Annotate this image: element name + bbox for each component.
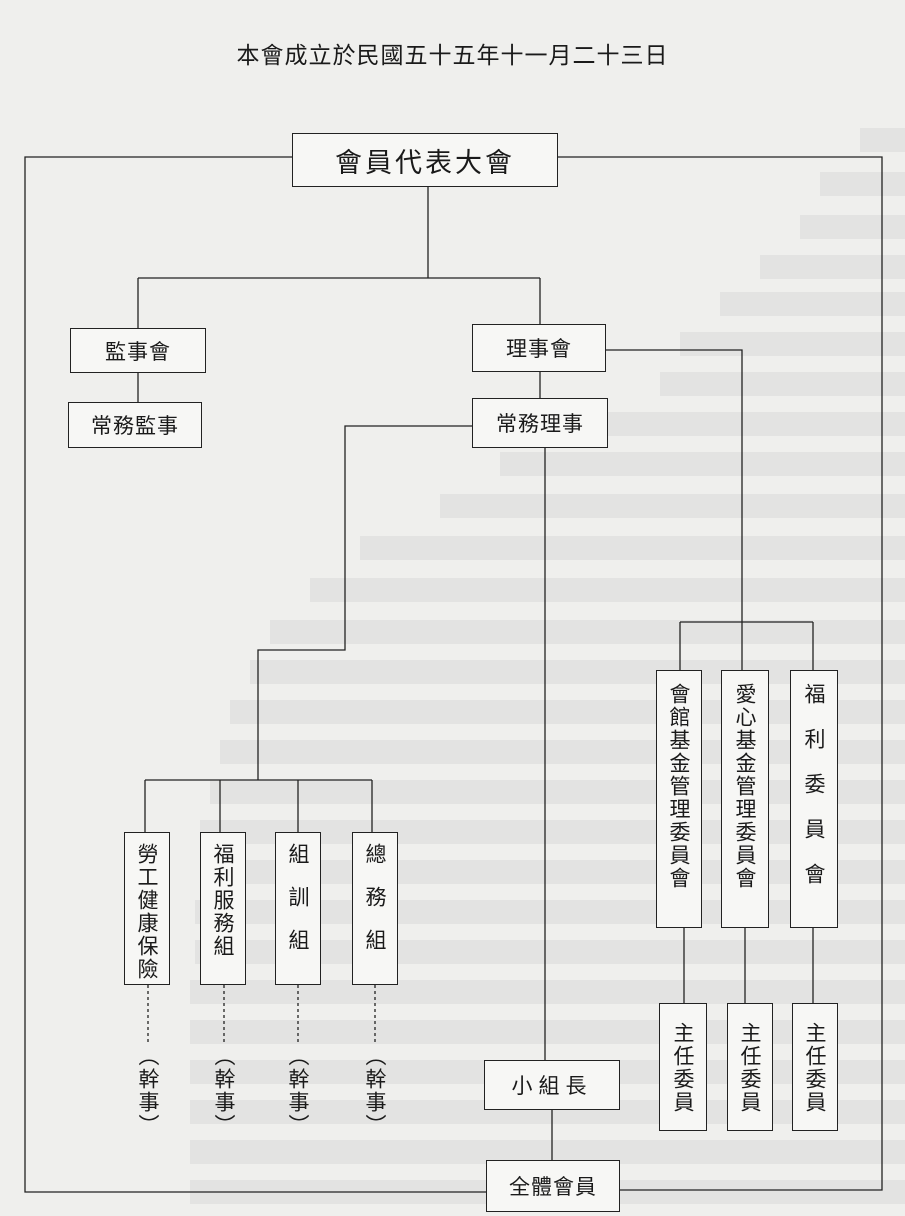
- outer-loop-left: [24, 156, 486, 1193]
- directors-board-box: 理事會: [472, 324, 606, 372]
- general-affairs-group-box: 總務組: [352, 832, 398, 985]
- charity-fund-committee-box: 愛心基金管理委員會: [721, 670, 769, 928]
- group-officer-label: （幹事）: [136, 1045, 160, 1137]
- team-leader-box: 小組長: [484, 1060, 620, 1110]
- standing-to-groups: [257, 425, 472, 780]
- standing-director-box: 常務理事: [472, 398, 608, 448]
- welfare-committee-box: 福利委員會: [790, 670, 838, 928]
- outer-loop-right: [558, 156, 883, 1191]
- hall-fund-committee-box: 會館基金管理委員會: [656, 670, 702, 928]
- welfare-service-group-box: 福利服務組: [200, 832, 246, 985]
- supervisors-board-box: 監事會: [70, 328, 206, 373]
- group-officer-label: （幹事）: [286, 1045, 310, 1137]
- directors-to-committees: [606, 349, 743, 622]
- group-officer-label: （幹事）: [212, 1045, 236, 1137]
- labor-health-insurance-group-box: 勞工健康保險: [124, 832, 170, 985]
- committee-chair-box: 主任委員: [659, 1003, 707, 1131]
- member-assembly-box: 會員代表大會: [292, 133, 558, 187]
- standing-supervisor-box: 常務監事: [68, 402, 202, 448]
- committee-chair-box: 主任委員: [727, 1003, 773, 1131]
- training-group-box: 組訓組: [275, 832, 321, 985]
- founding-date-header: 本會成立於民國五十五年十一月二十三日: [236, 43, 669, 69]
- all-members-box: 全體會員: [486, 1160, 620, 1212]
- committee-chair-box: 主任委員: [792, 1003, 838, 1131]
- group-officer-label: （幹事）: [363, 1045, 387, 1137]
